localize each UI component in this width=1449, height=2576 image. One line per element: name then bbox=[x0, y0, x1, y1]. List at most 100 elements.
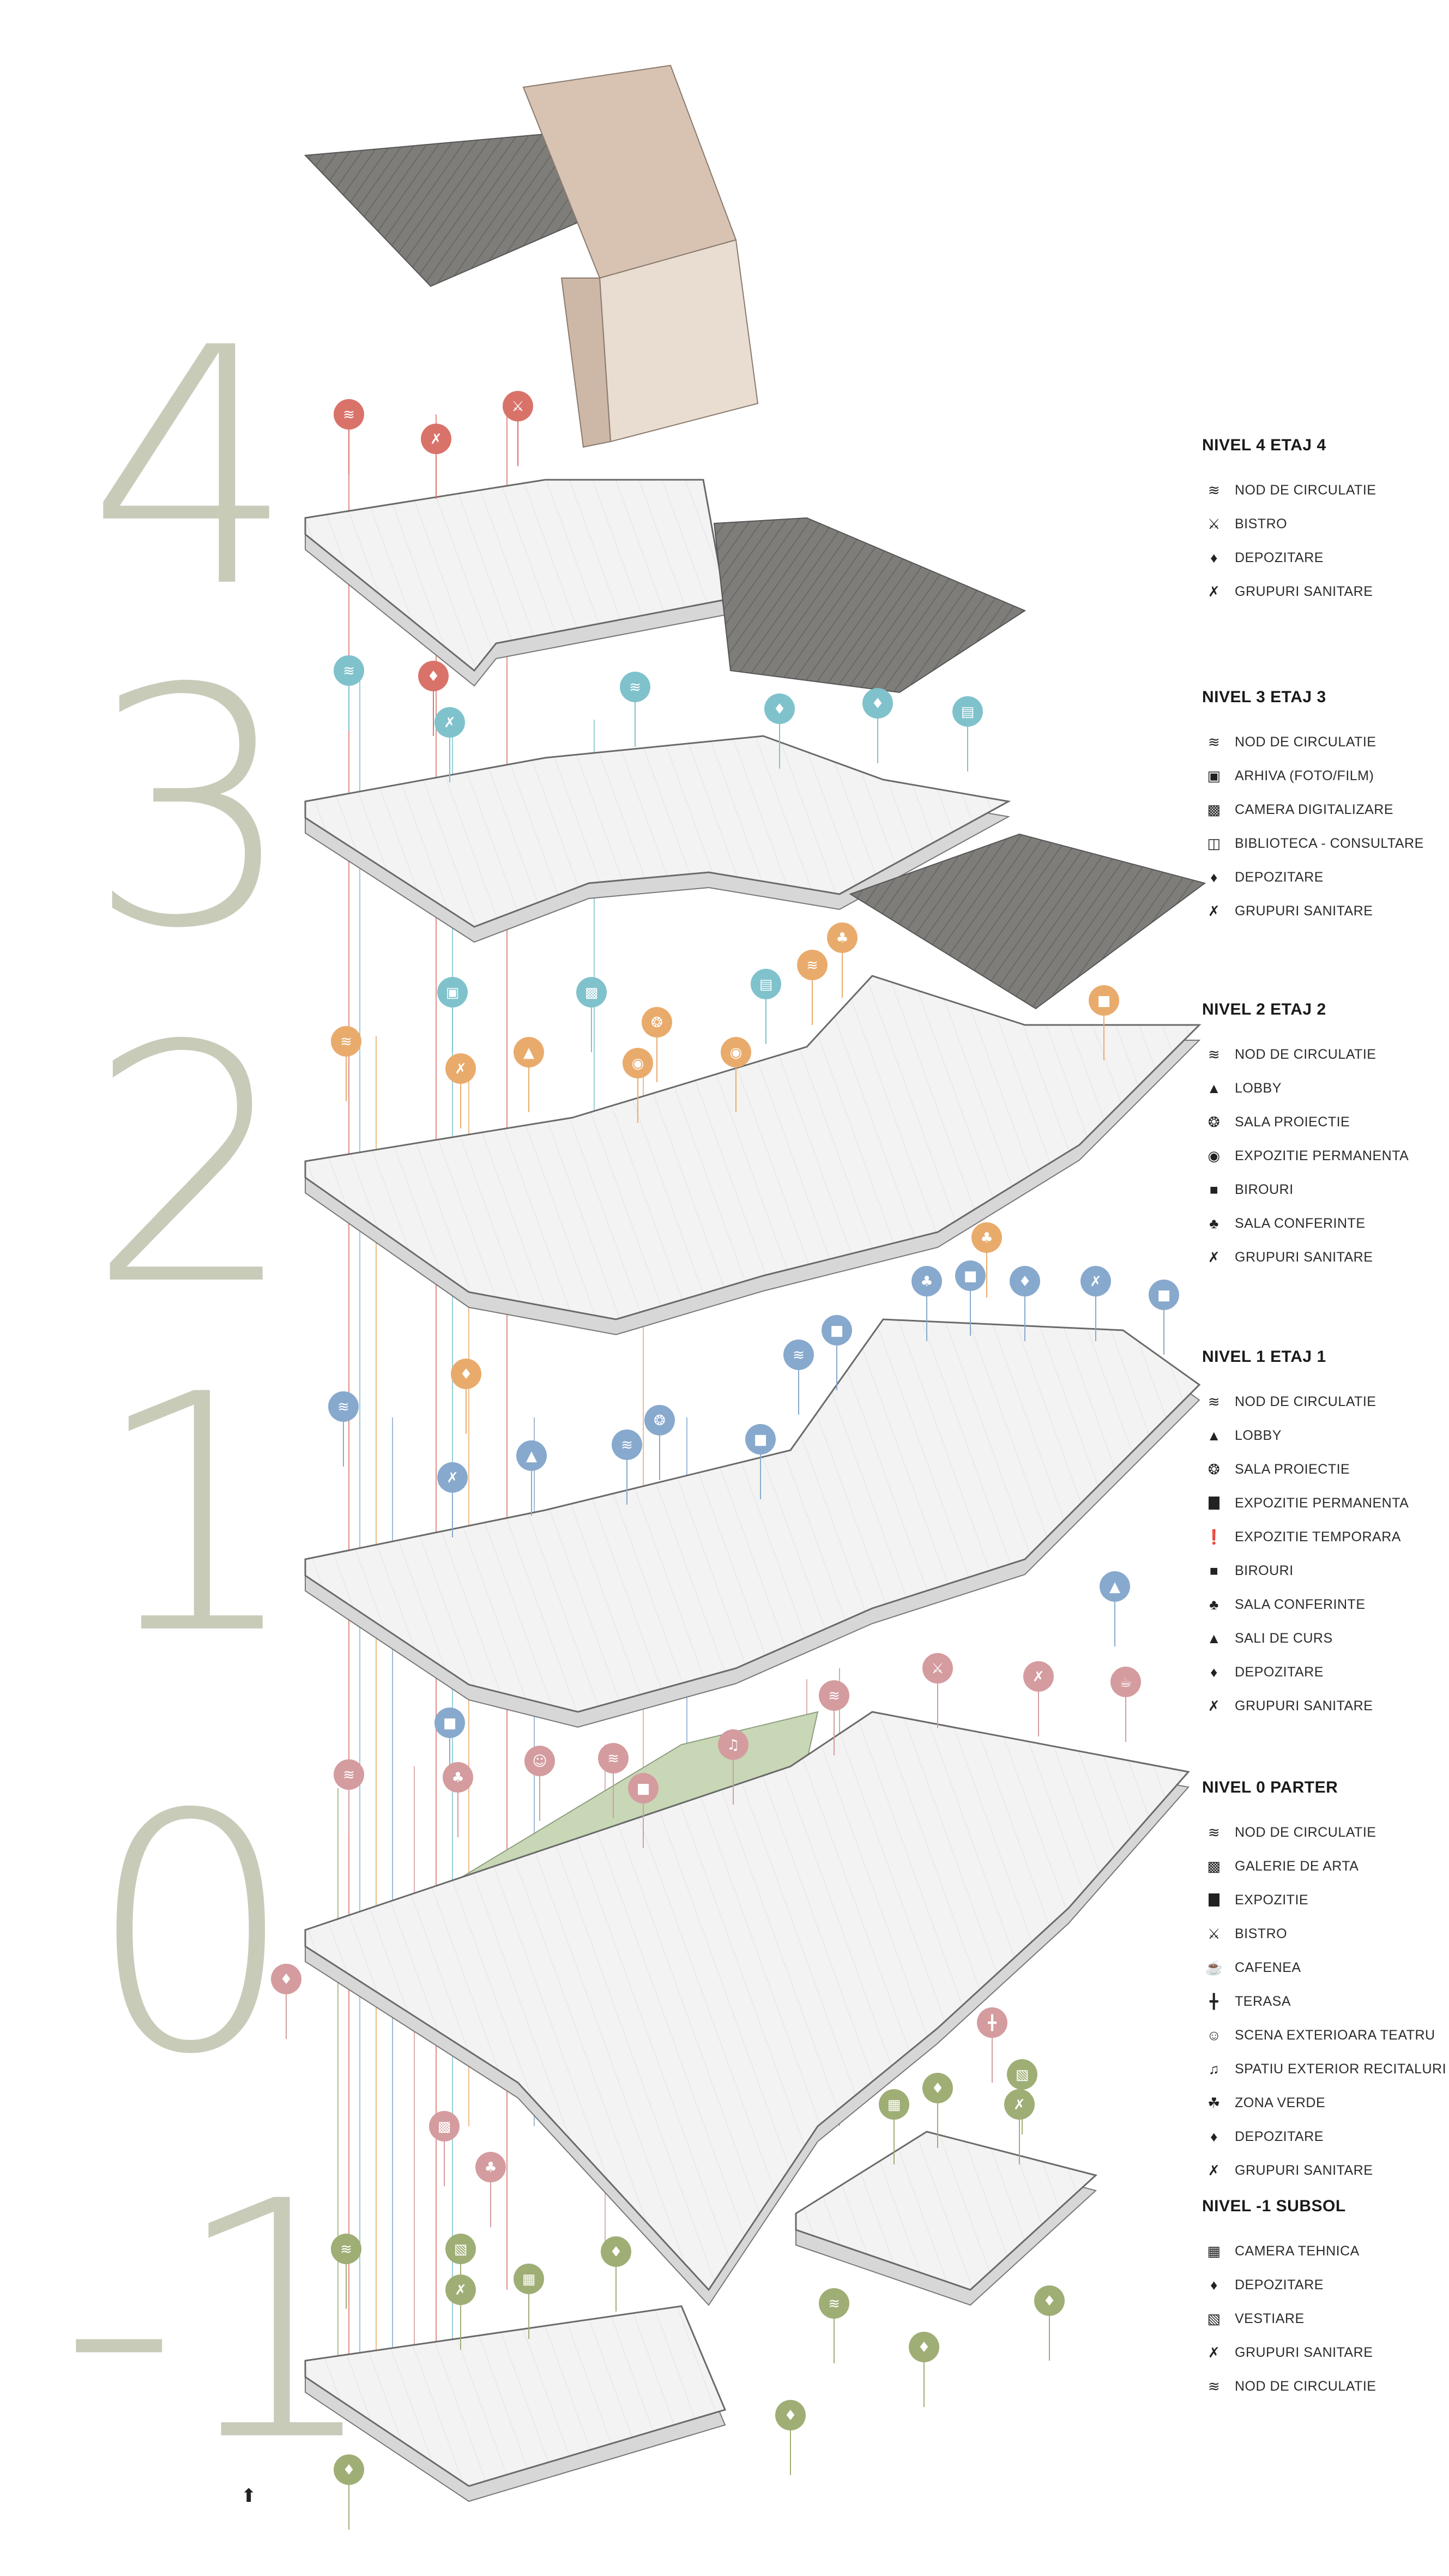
legend-label: NOD DE CIRCULATIE bbox=[1235, 734, 1376, 750]
legend-label: GRUPURI SANITARE bbox=[1235, 583, 1373, 599]
legend-item: ✗ GRUPURI SANITARE bbox=[1202, 2336, 1376, 2369]
legend-item: ▩CAMERA DIGITALIZARE bbox=[1202, 793, 1424, 827]
legend-item: ▩ GALERIE DE ARTA bbox=[1202, 1849, 1446, 1883]
legend-label: GRUPURI SANITARE bbox=[1235, 903, 1373, 919]
legend-item: ▲SALI DE CURS bbox=[1202, 1621, 1409, 1655]
room-marker-icon: ✗ bbox=[421, 424, 451, 499]
legend-label: ARHIVA (FOTO/FILM) bbox=[1235, 768, 1374, 783]
legend-list: ≋NOD DE CIRCULATIE ▣ARHIVA (FOTO/FILM) ▩… bbox=[1202, 725, 1424, 928]
gallery-icon: ▩ bbox=[1207, 1858, 1221, 1874]
room-marker-icon: ⚔ bbox=[922, 1653, 953, 1728]
legend-title: NIVEL 0 PARTER bbox=[1202, 1778, 1338, 1796]
legend-title: NIVEL 1 ETAJ 1 bbox=[1202, 1348, 1326, 1366]
room-marker-icon: ▧ bbox=[1007, 2059, 1037, 2134]
room-marker-icon: ≋ bbox=[331, 2234, 361, 2309]
legend-label: BIBLIOTECA - CONSULTARE bbox=[1235, 835, 1424, 851]
room-marker-icon: ♦ bbox=[764, 693, 795, 769]
theatre-masks-icon: ☺ bbox=[1206, 2027, 1222, 2043]
marker-glyph: ■ bbox=[830, 1323, 844, 1339]
level-minus-1-floor-plate-west bbox=[304, 2305, 727, 2487]
legend-label: SALA CONFERINTE bbox=[1235, 1596, 1366, 1612]
marker-circle bbox=[827, 922, 858, 953]
marker-glyph: ≋ bbox=[806, 957, 818, 974]
restroom-icon: ✗ bbox=[1208, 1249, 1221, 1265]
marker-glyph: ■ bbox=[754, 1432, 768, 1448]
legend-label: GRUPURI SANITARE bbox=[1235, 2344, 1373, 2360]
marker-glyph: ■ bbox=[637, 1781, 650, 1797]
level-number-0: 0 bbox=[87, 1745, 295, 2126]
level-0-floor-plate bbox=[304, 1711, 1190, 2291]
legend-item: ✗GRUPURI SANITARE bbox=[1202, 1240, 1409, 1274]
room-marker-icon: ♣ bbox=[827, 922, 858, 998]
room-marker-icon: ≋ bbox=[328, 1391, 359, 1467]
marker-circle bbox=[1010, 1266, 1040, 1296]
level-number-1: 1 bbox=[93, 1325, 301, 1706]
room-marker-icon: ≋ bbox=[334, 399, 364, 474]
room-marker-icon: ✗ bbox=[437, 1462, 468, 1537]
marker-glyph: ■ bbox=[443, 1715, 457, 1732]
room-marker-icon: ▧ bbox=[445, 2234, 476, 2309]
room-marker-icon: ✗ bbox=[1023, 1661, 1054, 1736]
legend-item: ☕CAFENEA bbox=[1202, 1951, 1446, 1984]
room-marker-icon: ♦ bbox=[862, 688, 893, 763]
room-marker-icon: ✗ bbox=[1004, 2089, 1035, 2164]
legend-item: ▲LOBBY bbox=[1202, 1419, 1409, 1452]
marker-glyph: ▩ bbox=[438, 2119, 451, 2135]
restroom-icon: ✗ bbox=[1208, 2344, 1221, 2361]
room-marker-icon: ▦ bbox=[879, 2089, 909, 2164]
marker-glyph: ≋ bbox=[828, 1688, 840, 1704]
marker-circle bbox=[822, 1315, 852, 1346]
marker-glyph: ♫ bbox=[727, 1737, 739, 1753]
room-marker-icon: ■ bbox=[628, 1773, 659, 1848]
room-marker-icon: ■ bbox=[955, 1260, 986, 1336]
room-marker-icon: ▩ bbox=[576, 977, 607, 1052]
bistro-icon: ⚔ bbox=[1208, 1926, 1221, 1942]
room-marker-icon: ♦ bbox=[922, 2073, 953, 2148]
marker-glyph: ≋ bbox=[828, 2296, 840, 2312]
panel-icon bbox=[1202, 1892, 1226, 1908]
room-marker-icon: ❂ bbox=[642, 1007, 672, 1082]
legend-item: ▦CAMERA TEHNICA bbox=[1202, 2234, 1376, 2268]
room-marker-icon: ❂ bbox=[644, 1405, 675, 1480]
marker-glyph: ■ bbox=[1097, 993, 1111, 1009]
marker-circle bbox=[1080, 1266, 1111, 1296]
legend-label: NOD DE CIRCULATIE bbox=[1235, 1393, 1376, 1409]
legend-level-4: NIVEL 4 ETAJ 4 ≋NOD DE CIRCULATIE ⚔BISTR… bbox=[1202, 436, 1376, 608]
room-marker-icon: ≋ bbox=[331, 1026, 361, 1101]
legend-label: TERASA bbox=[1235, 1993, 1291, 2009]
legend-label: LOBBY bbox=[1235, 1080, 1282, 1096]
marker-circle bbox=[909, 2332, 939, 2362]
legend-list: ≋NOD DE CIRCULATIE ▲LOBBY ❂SALA PROIECTI… bbox=[1202, 1037, 1409, 1274]
marker-circle bbox=[1034, 2285, 1065, 2316]
legend-item: ✗GRUPURI SANITARE bbox=[1202, 894, 1424, 928]
legend-label: DEPOZITARE bbox=[1235, 2277, 1324, 2293]
marker-glyph: ♦ bbox=[460, 1366, 472, 1383]
room-marker-icon: ◉ bbox=[721, 1037, 751, 1112]
marker-glyph: ▦ bbox=[522, 2271, 536, 2288]
marker-circle bbox=[819, 1680, 849, 1711]
room-marker-icon: ■ bbox=[1089, 985, 1119, 1060]
film-reel-icon: ❂ bbox=[1208, 1114, 1221, 1130]
marker-circle bbox=[334, 2454, 364, 2485]
legend-item: ♦DEPOZITARE bbox=[1202, 2268, 1376, 2302]
marker-circle bbox=[612, 1429, 642, 1460]
marker-glyph: ≋ bbox=[343, 663, 355, 679]
marker-circle bbox=[977, 2007, 1007, 2038]
marker-circle bbox=[642, 1007, 672, 1037]
room-marker-icon: ♣ bbox=[475, 2152, 506, 2227]
legend-item: ⚔BISTRO bbox=[1202, 507, 1376, 541]
level-minus-1-floor-plate-east bbox=[795, 2131, 1098, 2291]
marker-circle bbox=[576, 977, 607, 1008]
room-marker-icon: ≋ bbox=[620, 672, 650, 747]
restroom-icon: ✗ bbox=[1208, 2162, 1221, 2179]
legend-item: ❂SALA PROIECTIE bbox=[1202, 1105, 1409, 1139]
legend-level-minus-1: NIVEL -1 SUBSOL ▦CAMERA TEHNICA ♦DEPOZIT… bbox=[1202, 2197, 1376, 2403]
legend-item: ◉EXPOZITIE PERMANENTA bbox=[1202, 1139, 1409, 1173]
legend-label: EXPOZITIE PERMANENTA bbox=[1235, 1148, 1409, 1163]
legend-label: GALERIE DE ARTA bbox=[1235, 1858, 1359, 1874]
stairs-icon: ≋ bbox=[1208, 734, 1221, 750]
room-marker-icon: ♣ bbox=[911, 1266, 942, 1341]
marker-circle bbox=[334, 1759, 364, 1790]
terrace-icon: ╋ bbox=[1209, 1993, 1219, 2010]
